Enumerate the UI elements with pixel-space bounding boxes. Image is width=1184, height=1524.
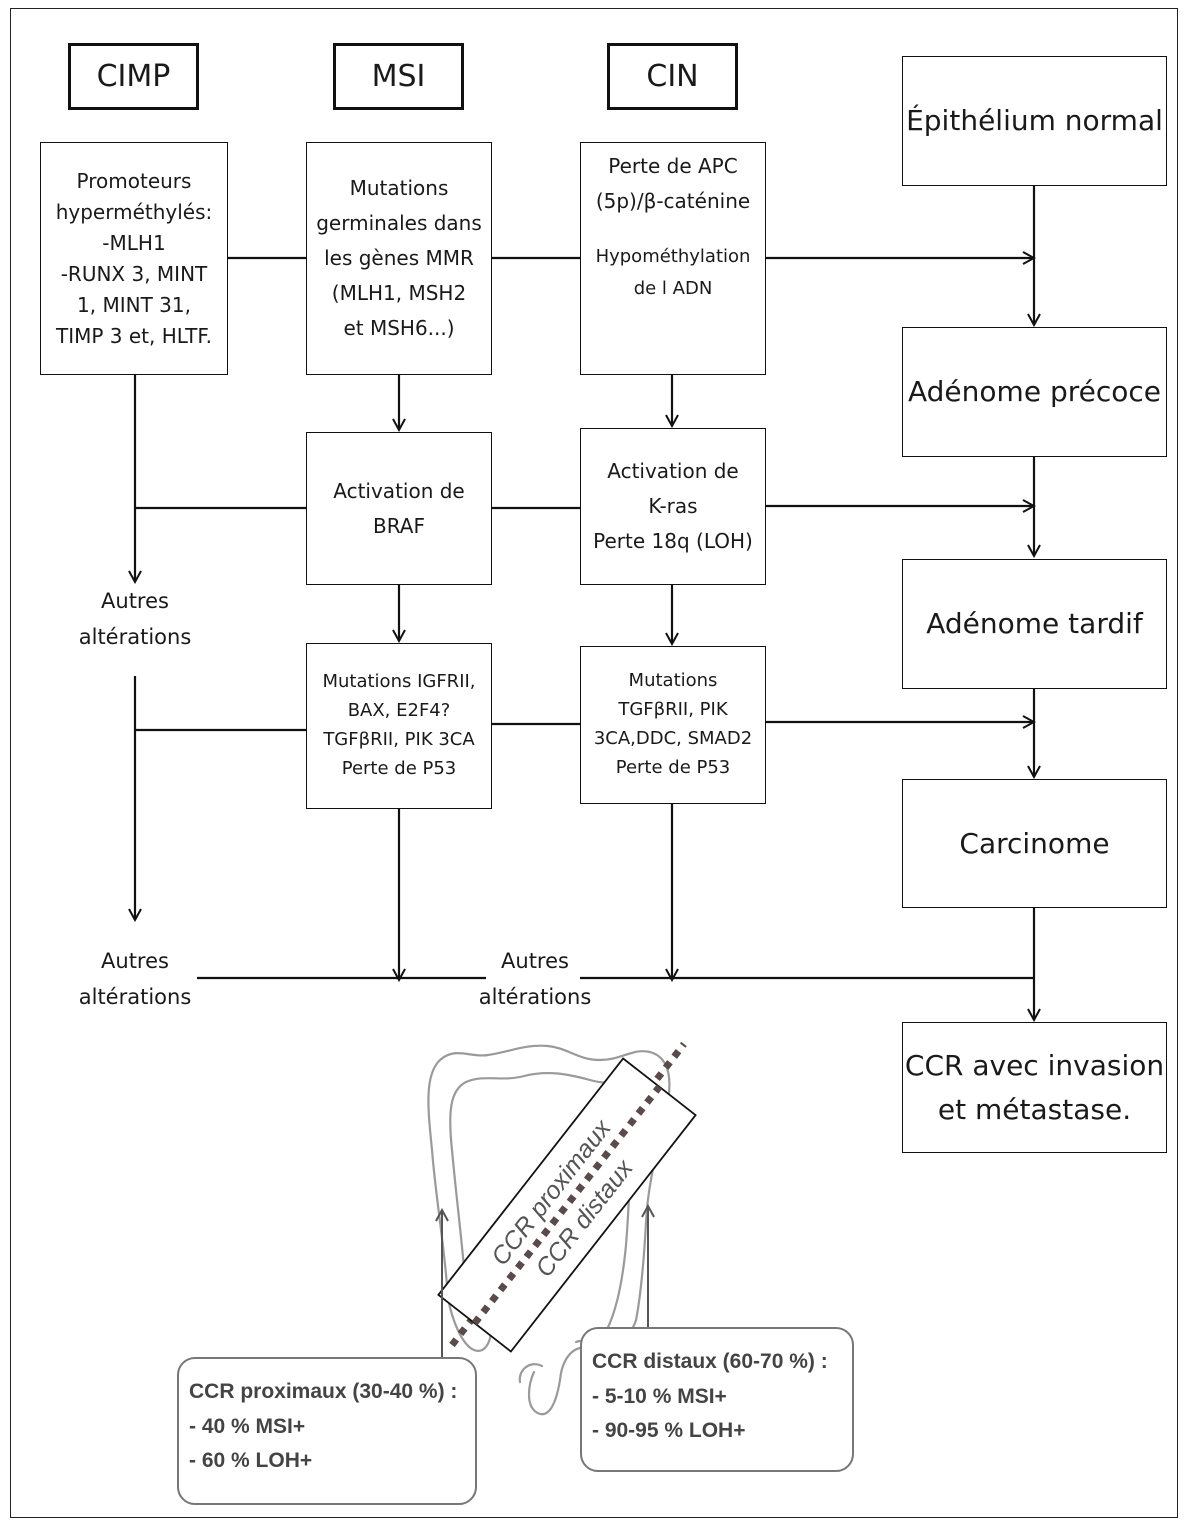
cimp-promoters-box: Promoteurs hyperméthylés: -MLH1 -RUNX 3,…	[40, 142, 228, 375]
stage-invasive-metastatic-crc: CCR avec invasion et métastase.	[902, 1022, 1167, 1153]
header-cin: CIN	[607, 43, 738, 110]
distal-crc-stats: CCR distaux (60-70 %) : - 5-10 % MSI+ - …	[580, 1327, 854, 1472]
cin-mutations-box: Mutations TGFβRII, PIK 3CA,DDC, SMAD2 Pe…	[580, 646, 766, 804]
stage-early-adenoma: Adénome précoce	[902, 327, 1167, 457]
stage-late-adenoma: Adénome tardif	[902, 559, 1167, 689]
msi-mmr-mutations-box: Mutations germinales dans les gènes MMR …	[306, 142, 492, 375]
proximal-crc-stats: CCR proximaux (30-40 %) : - 40 % MSI+ - …	[177, 1357, 477, 1505]
stage-carcinoma: Carcinome	[902, 779, 1167, 908]
diagram-frame	[10, 8, 1178, 1518]
header-cimp: CIMP	[68, 43, 199, 110]
cin-kras-box: Activation de K-ras Perte 18q (LOH)	[580, 428, 766, 585]
cin-apc-box: Perte de APC (5p)/β-caténine Hypométhyla…	[580, 142, 766, 375]
header-msi: MSI	[333, 43, 464, 110]
msi-mutations-box: Mutations IGFRII, BAX, E2F4? TGFβRII, PI…	[306, 643, 492, 809]
proximal-distal-divider: CCR proximaux CCR distaux	[437, 1041, 697, 1353]
msi-braf-box: Activation de BRAF	[306, 432, 492, 585]
stage-normal-epithelium: Épithélium normal	[902, 56, 1167, 186]
